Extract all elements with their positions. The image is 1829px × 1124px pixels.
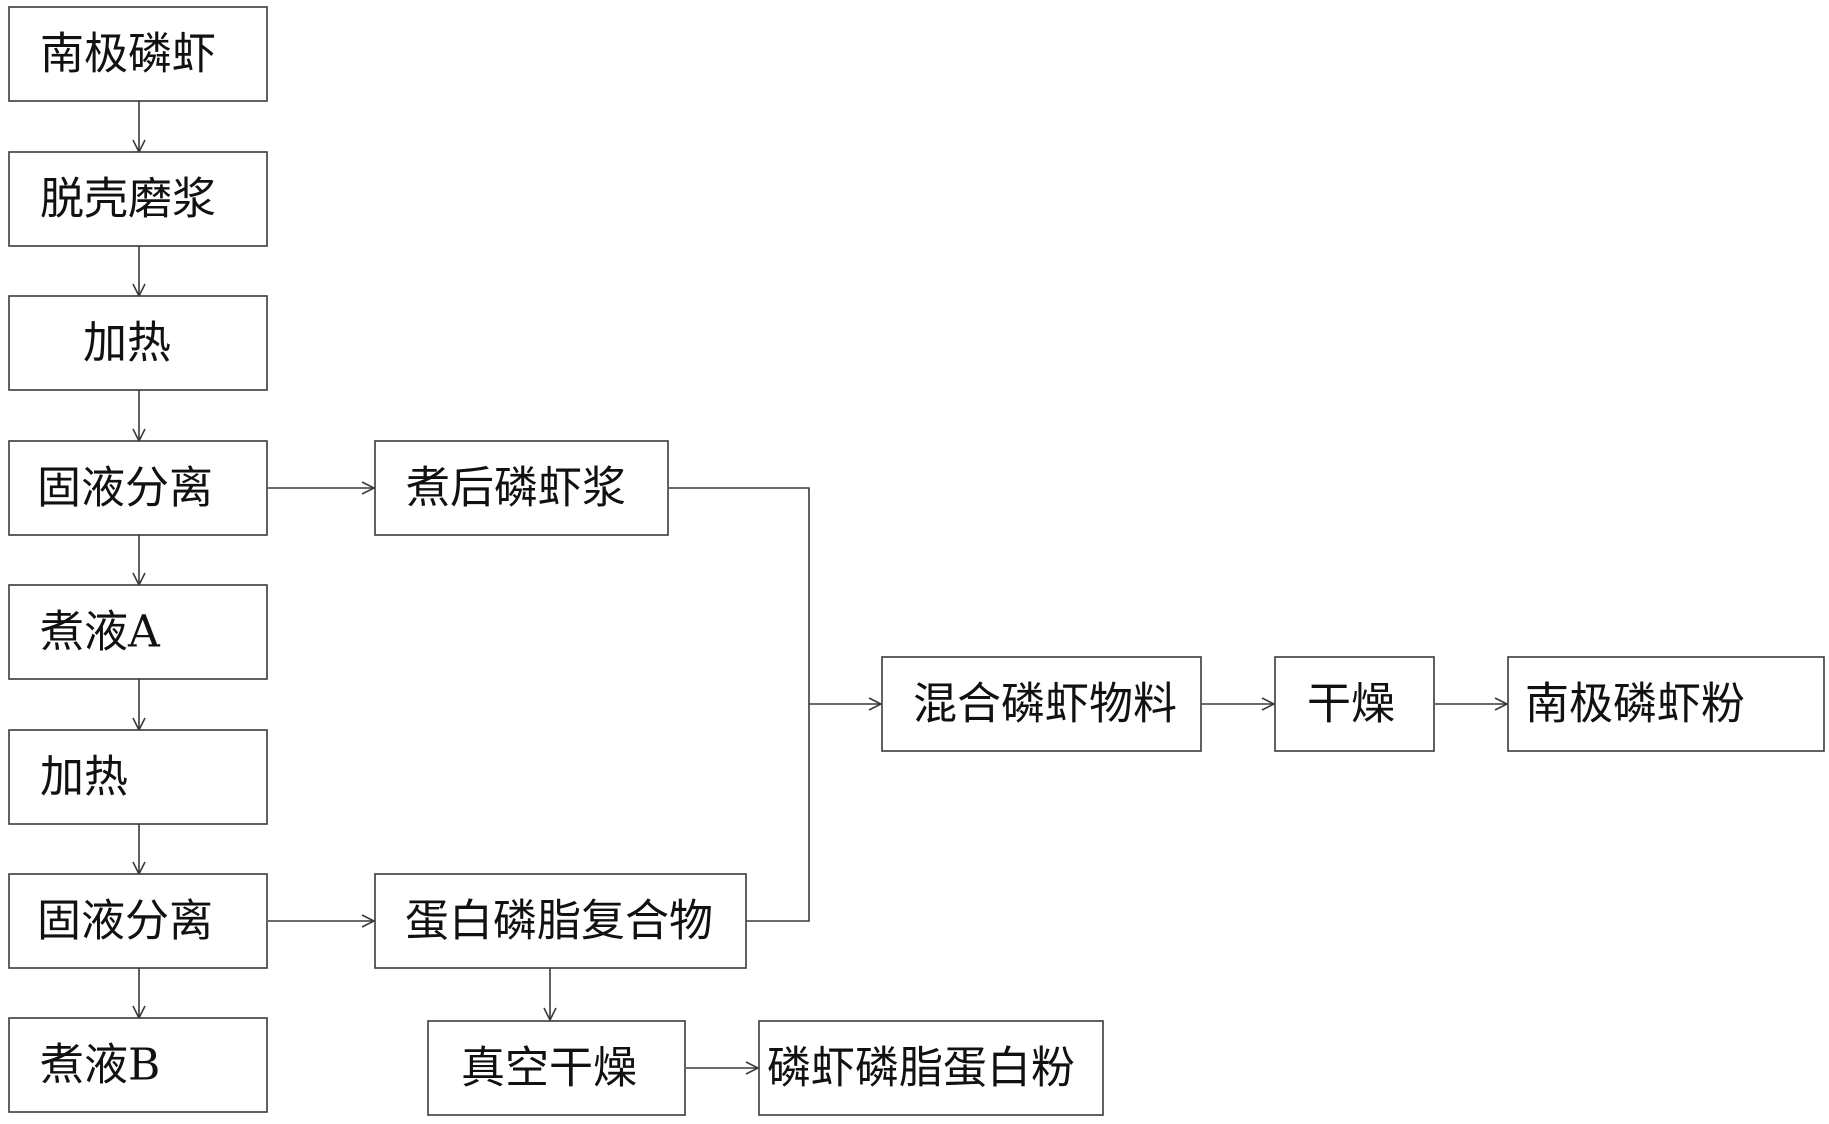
node-sep-1-label: 固液分离 [37, 463, 213, 514]
node-dry: 干燥 [1274, 656, 1435, 752]
node-protein-complex: 蛋白磷脂复合物 [374, 873, 747, 969]
node-dry-label: 干燥 [1307, 679, 1395, 730]
node-sep-2: 固液分离 [8, 873, 268, 969]
node-vacuum-dry-label: 真空干燥 [461, 1043, 637, 1094]
node-heat-2-label: 加热 [40, 752, 128, 803]
node-vacuum-dry: 真空干燥 [427, 1020, 686, 1116]
node-krill: 南极磷虾 [8, 6, 268, 102]
node-broth-b-label: 煮液B [40, 1040, 160, 1091]
node-krill-powder-label: 南极磷虾粉 [1525, 679, 1745, 730]
node-sep-2-label: 固液分离 [37, 896, 213, 947]
node-heat-2: 加热 [8, 729, 268, 825]
node-krill-label: 南极磷虾 [40, 29, 216, 80]
node-broth-a: 煮液A [8, 584, 268, 680]
node-sep-1: 固液分离 [8, 440, 268, 536]
node-protein-complex-label: 蛋白磷脂复合物 [405, 896, 713, 947]
node-heat-1: 加热 [8, 295, 268, 391]
node-heat-1-label: 加热 [83, 318, 171, 369]
node-shell-grind: 脱壳磨浆 [8, 151, 268, 247]
node-krill-powder: 南极磷虾粉 [1507, 656, 1825, 752]
node-mixed-material: 混合磷虾物料 [881, 656, 1202, 752]
node-shell-grind-label: 脱壳磨浆 [40, 174, 216, 225]
node-phospho-protein-powder-label: 磷虾磷脂蛋白粉 [767, 1043, 1075, 1094]
node-cooked-slurry: 煮后磷虾浆 [374, 440, 669, 536]
node-broth-b: 煮液B [8, 1017, 268, 1113]
node-mixed-material-label: 混合磷虾物料 [913, 679, 1177, 730]
node-broth-a-label: 煮液A [40, 607, 161, 658]
node-phospho-protein-powder: 磷虾磷脂蛋白粉 [758, 1020, 1104, 1116]
node-cooked-slurry-label: 煮后磷虾浆 [406, 463, 626, 514]
connectors [139, 101, 1507, 1068]
edge-cooked-slurry-to-merge [669, 487, 810, 922]
